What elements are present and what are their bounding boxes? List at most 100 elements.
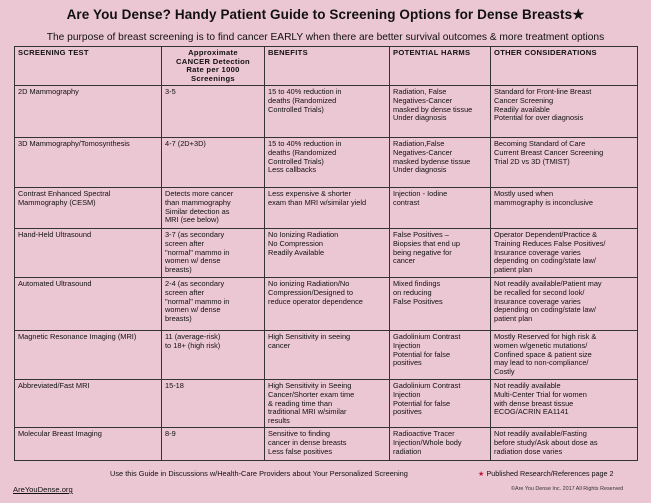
table-row: Molecular Breast Imaging 8-9 Sensitive to …	[14, 427, 638, 462]
cell-line: mammography is inconclusive	[494, 197, 593, 207]
cell-line: deaths (Randomized	[268, 95, 337, 105]
cell-detection-rate: 8-9	[161, 427, 265, 462]
references-note: Published Research/References page 2	[486, 469, 614, 478]
page-title: Are You Dense? Handy Patient Guide to Sc…	[0, 7, 651, 23]
cell-line: "normal" mammo in	[165, 296, 230, 306]
cell-line: 3-7 (as secondary	[165, 230, 225, 240]
cell-line: Injection - Iodine	[393, 189, 448, 199]
footer-references: ★ Published Research/References page 2	[478, 469, 614, 478]
cell-line: 2D Mammography	[18, 87, 79, 97]
cell-line: traditional MRI w/similar	[268, 407, 347, 417]
cell-screening-test: Hand-Held Ultrasound	[14, 228, 162, 279]
cell-line: High Sensitivity in seeing	[268, 332, 351, 342]
header-screening-test: SCREENING TEST	[14, 45, 162, 87]
cell-other-considerations: Mostly Reserved for high risk &women w/g…	[490, 330, 638, 381]
cell-line: Injection/Whole body	[393, 437, 462, 447]
cell-line: Magnetic Resonance Imaging (MRI)	[18, 332, 137, 342]
cell-detection-rate: 3-5	[161, 85, 265, 139]
table-header-row: SCREENING TEST Approximate CANCER Detect…	[14, 45, 638, 87]
cell-line: Current Breast Cancer Screening	[494, 147, 604, 157]
header-benefits: BENEFITS	[264, 45, 390, 87]
cell-line: Controlled Trials)	[268, 104, 324, 114]
cell-line: on reducing	[393, 287, 432, 297]
cell-line: 11 (average-risk)	[165, 332, 221, 342]
cell-line: Cancer/Shorter exam time	[268, 389, 355, 399]
cell-line: 8-9	[165, 429, 176, 439]
cell-line: cancer	[393, 256, 416, 266]
cell-line: 4-7 (2D+3D)	[165, 139, 206, 149]
cell-line: Injection	[393, 340, 421, 350]
copyright-notice: ©Are You Dense Inc. 2017 All Rights Rese…	[511, 486, 624, 492]
cell-line: positives	[393, 358, 422, 368]
cell-line: Contrast Enhanced Spectral	[18, 189, 111, 199]
cell-line: Biopsies that end up	[393, 238, 460, 248]
cell-line: Negatives-Cancer	[393, 95, 453, 105]
cell-line: Detects more cancer	[165, 189, 234, 199]
cell-line: Mostly used when	[494, 189, 554, 199]
cell-line: being negative for	[393, 247, 452, 257]
cell-line: be recalled for second look/	[494, 287, 585, 297]
cell-line: Negatives-Cancer	[393, 147, 453, 157]
cell-detection-rate: 15-18	[161, 379, 265, 429]
cell-line: Confined space & patient size	[494, 349, 592, 359]
header-potential-harms: POTENTIAL HARMS	[389, 45, 491, 87]
cell-line: Similar detection as	[165, 206, 230, 216]
cell-line: 3D Mammography/Tomosynthesis	[18, 139, 130, 149]
cell-line: Controlled Trials)	[268, 156, 324, 166]
cell-line: patient plan	[494, 313, 533, 323]
cell-line: exam than MRI w/similar yield	[268, 197, 367, 207]
cell-line: before study/Ask about dose as	[494, 437, 598, 447]
cell-line: 3-5	[165, 87, 176, 97]
cell-detection-rate: 11 (average-risk)to 18+ (high risk)	[161, 330, 265, 381]
cell-line: Costly	[494, 366, 515, 376]
footer-guide-note: Use this Guide in Discussions w/Health-C…	[110, 469, 408, 478]
cell-line: reduce operator dependence	[268, 296, 363, 306]
cell-line: depending on coding/state law/	[494, 305, 596, 315]
site-link[interactable]: AreYouDense.org	[13, 485, 73, 494]
cell-line: screen after	[165, 287, 205, 297]
cell-line: 2-4 (as secondary	[165, 279, 225, 289]
cell-line: results	[268, 415, 290, 425]
cell-line: Molecular Breast Imaging	[18, 429, 102, 439]
cell-line: radiation dose varies	[494, 446, 563, 456]
page-title-text: Are You Dense? Handy Patient Guide to Sc…	[66, 7, 573, 22]
cell-line: screen after	[165, 238, 205, 248]
cell-line: Abbreviated/Fast MRI	[18, 381, 90, 391]
cell-line: may lead to non-compliance/	[494, 358, 589, 368]
cell-screening-test: Magnetic Resonance Imaging (MRI)	[14, 330, 162, 381]
cell-line: masked bydense tissue	[393, 156, 471, 166]
cell-line: Less callbacks	[268, 165, 317, 175]
cell-line: False Positives –	[393, 230, 449, 240]
cell-line: contrast	[393, 197, 420, 207]
cell-line: Not readily available	[494, 381, 561, 391]
cell-line: MRI (see below)	[165, 215, 219, 225]
cell-line: patient plan	[494, 264, 533, 274]
cell-line: Compression/Designed to	[268, 287, 354, 297]
cell-screening-test: Molecular Breast Imaging	[14, 427, 162, 462]
cell-line: Gadolinium Contrast	[393, 332, 461, 342]
cell-line: Cancer Screening	[494, 95, 554, 105]
cell-line: Readily Available	[268, 247, 325, 257]
cell-line: Insurance coverage varies	[494, 296, 581, 306]
cell-line: 15-18	[165, 381, 184, 391]
cell-line: positives	[393, 407, 422, 417]
cell-line: than mammography	[165, 197, 231, 207]
cell-line: 15 to 40% reduction in	[268, 139, 342, 149]
cell-line: breasts)	[165, 313, 192, 323]
cell-line: Sensitive to finding	[268, 429, 331, 439]
